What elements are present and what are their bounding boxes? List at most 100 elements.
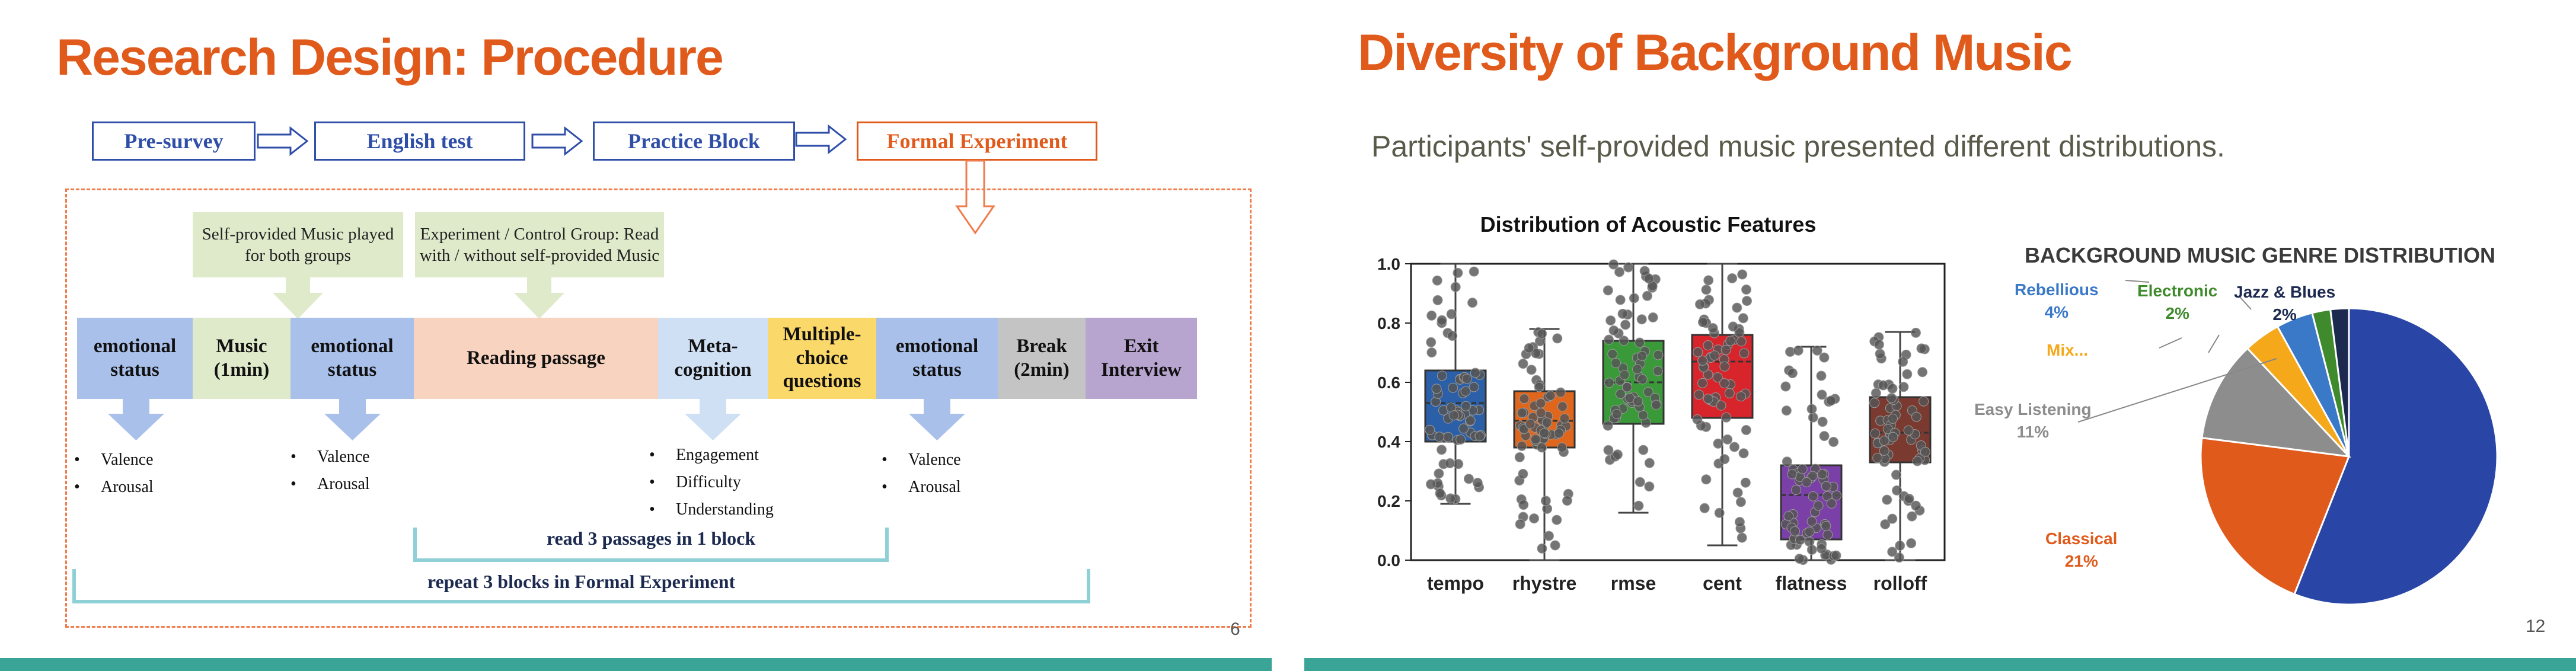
data-point (1795, 535, 1805, 545)
data-point (1895, 541, 1905, 551)
data-point (1707, 323, 1718, 334)
pie-slice (2329, 307, 2350, 457)
data-point (1719, 378, 1730, 389)
data-point (1525, 418, 1536, 429)
bracket-outer (72, 569, 1090, 603)
bullet-item: Arousal (882, 478, 961, 497)
data-point (1806, 516, 1817, 527)
data-point (1526, 365, 1537, 375)
data-point (1619, 336, 1629, 346)
data-point (1888, 432, 1898, 442)
step-music: Music (1min) (193, 318, 291, 399)
data-point (1806, 545, 1817, 555)
data-point (1474, 431, 1485, 442)
data-point (1697, 355, 1708, 366)
data-point (1426, 310, 1437, 321)
data-point (1693, 347, 1703, 357)
data-point (1904, 493, 1914, 504)
data-point (1813, 500, 1824, 511)
data-point (1426, 479, 1437, 490)
note-arrow-icon (273, 277, 323, 319)
data-point (1557, 442, 1568, 453)
step-multiple-choice: Multiple-choice questions (768, 318, 876, 399)
data-point (1894, 552, 1904, 563)
data-point (1719, 454, 1730, 465)
data-point (1713, 438, 1723, 449)
pie-label-pct: 4% (2044, 302, 2069, 321)
data-point (1789, 526, 1800, 536)
bullet-list-emotional-3: Valence Arousal (882, 450, 961, 505)
data-point (1816, 543, 1827, 554)
data-point (1524, 343, 1534, 353)
data-point (1732, 487, 1743, 498)
data-point (1530, 434, 1541, 445)
data-point (1608, 259, 1619, 270)
pie-label-text: Classical (2045, 529, 2118, 548)
data-point (1447, 331, 1458, 341)
data-point (1828, 437, 1839, 448)
data-point (1703, 394, 1713, 404)
data-point (1518, 468, 1528, 479)
data-point (1816, 370, 1827, 381)
data-point (1882, 494, 1892, 505)
data-point (1552, 515, 1562, 525)
pie-label-text: Easy Listening (1974, 400, 2092, 418)
data-point (1739, 348, 1750, 359)
data-point (1557, 401, 1568, 412)
slide-title: Diversity of Background Music (1358, 24, 2073, 81)
data-point (1432, 295, 1443, 305)
data-point (1787, 368, 1798, 379)
data-point (1603, 445, 1614, 455)
data-point (1804, 526, 1815, 537)
data-point (1603, 285, 1613, 296)
data-point (1425, 424, 1435, 435)
data-point (1435, 488, 1445, 499)
data-point (1878, 380, 1888, 391)
data-point (1783, 511, 1794, 522)
data-point (1612, 449, 1623, 460)
data-point (1741, 424, 1751, 435)
flow-step-formal-experiment: Formal Experiment (857, 122, 1097, 161)
data-point (1604, 334, 1614, 345)
data-point (1801, 477, 1812, 487)
note-arrow-icon (514, 277, 564, 319)
data-point (1911, 500, 1921, 511)
data-point (1643, 386, 1654, 397)
data-point (1699, 503, 1710, 513)
bullet-list-metacognition: Engagement Difficulty Understanding (649, 446, 774, 528)
slide-gap (1272, 0, 1304, 671)
step-meta-cognition: Meta-cognition (658, 318, 768, 399)
x-tick-label: flatness (1776, 573, 1847, 594)
slide-diversity: Diversity of Background Music Participan… (1304, 0, 2576, 671)
data-point (1437, 315, 1447, 325)
data-point (1555, 387, 1566, 398)
bullet-item: Difficulty (649, 473, 774, 492)
data-point (1553, 428, 1564, 439)
data-point (1562, 496, 1572, 506)
pie-slice (2200, 436, 2351, 596)
data-point (1615, 389, 1626, 400)
data-point (1732, 302, 1742, 313)
step-emotional-status: emotional status (876, 318, 998, 399)
data-point (1738, 448, 1749, 459)
step-arrow-icon (108, 399, 164, 440)
data-point (1445, 458, 1455, 469)
data-point (1873, 339, 1884, 350)
data-point (1697, 378, 1708, 388)
data-point (1605, 315, 1616, 326)
bullet-item: Valence (74, 450, 154, 469)
step-arrow-icon (909, 399, 965, 440)
data-point (1517, 440, 1527, 451)
data-point (1870, 388, 1881, 398)
data-point (1782, 456, 1792, 467)
flow-step-practice-block: Practice Block (593, 122, 795, 161)
data-point (1450, 282, 1461, 292)
data-point (1652, 366, 1663, 376)
data-point (1448, 410, 1459, 421)
data-point (1737, 532, 1747, 543)
data-point (1644, 481, 1655, 492)
data-point (1869, 398, 1880, 408)
data-point (1455, 434, 1466, 445)
